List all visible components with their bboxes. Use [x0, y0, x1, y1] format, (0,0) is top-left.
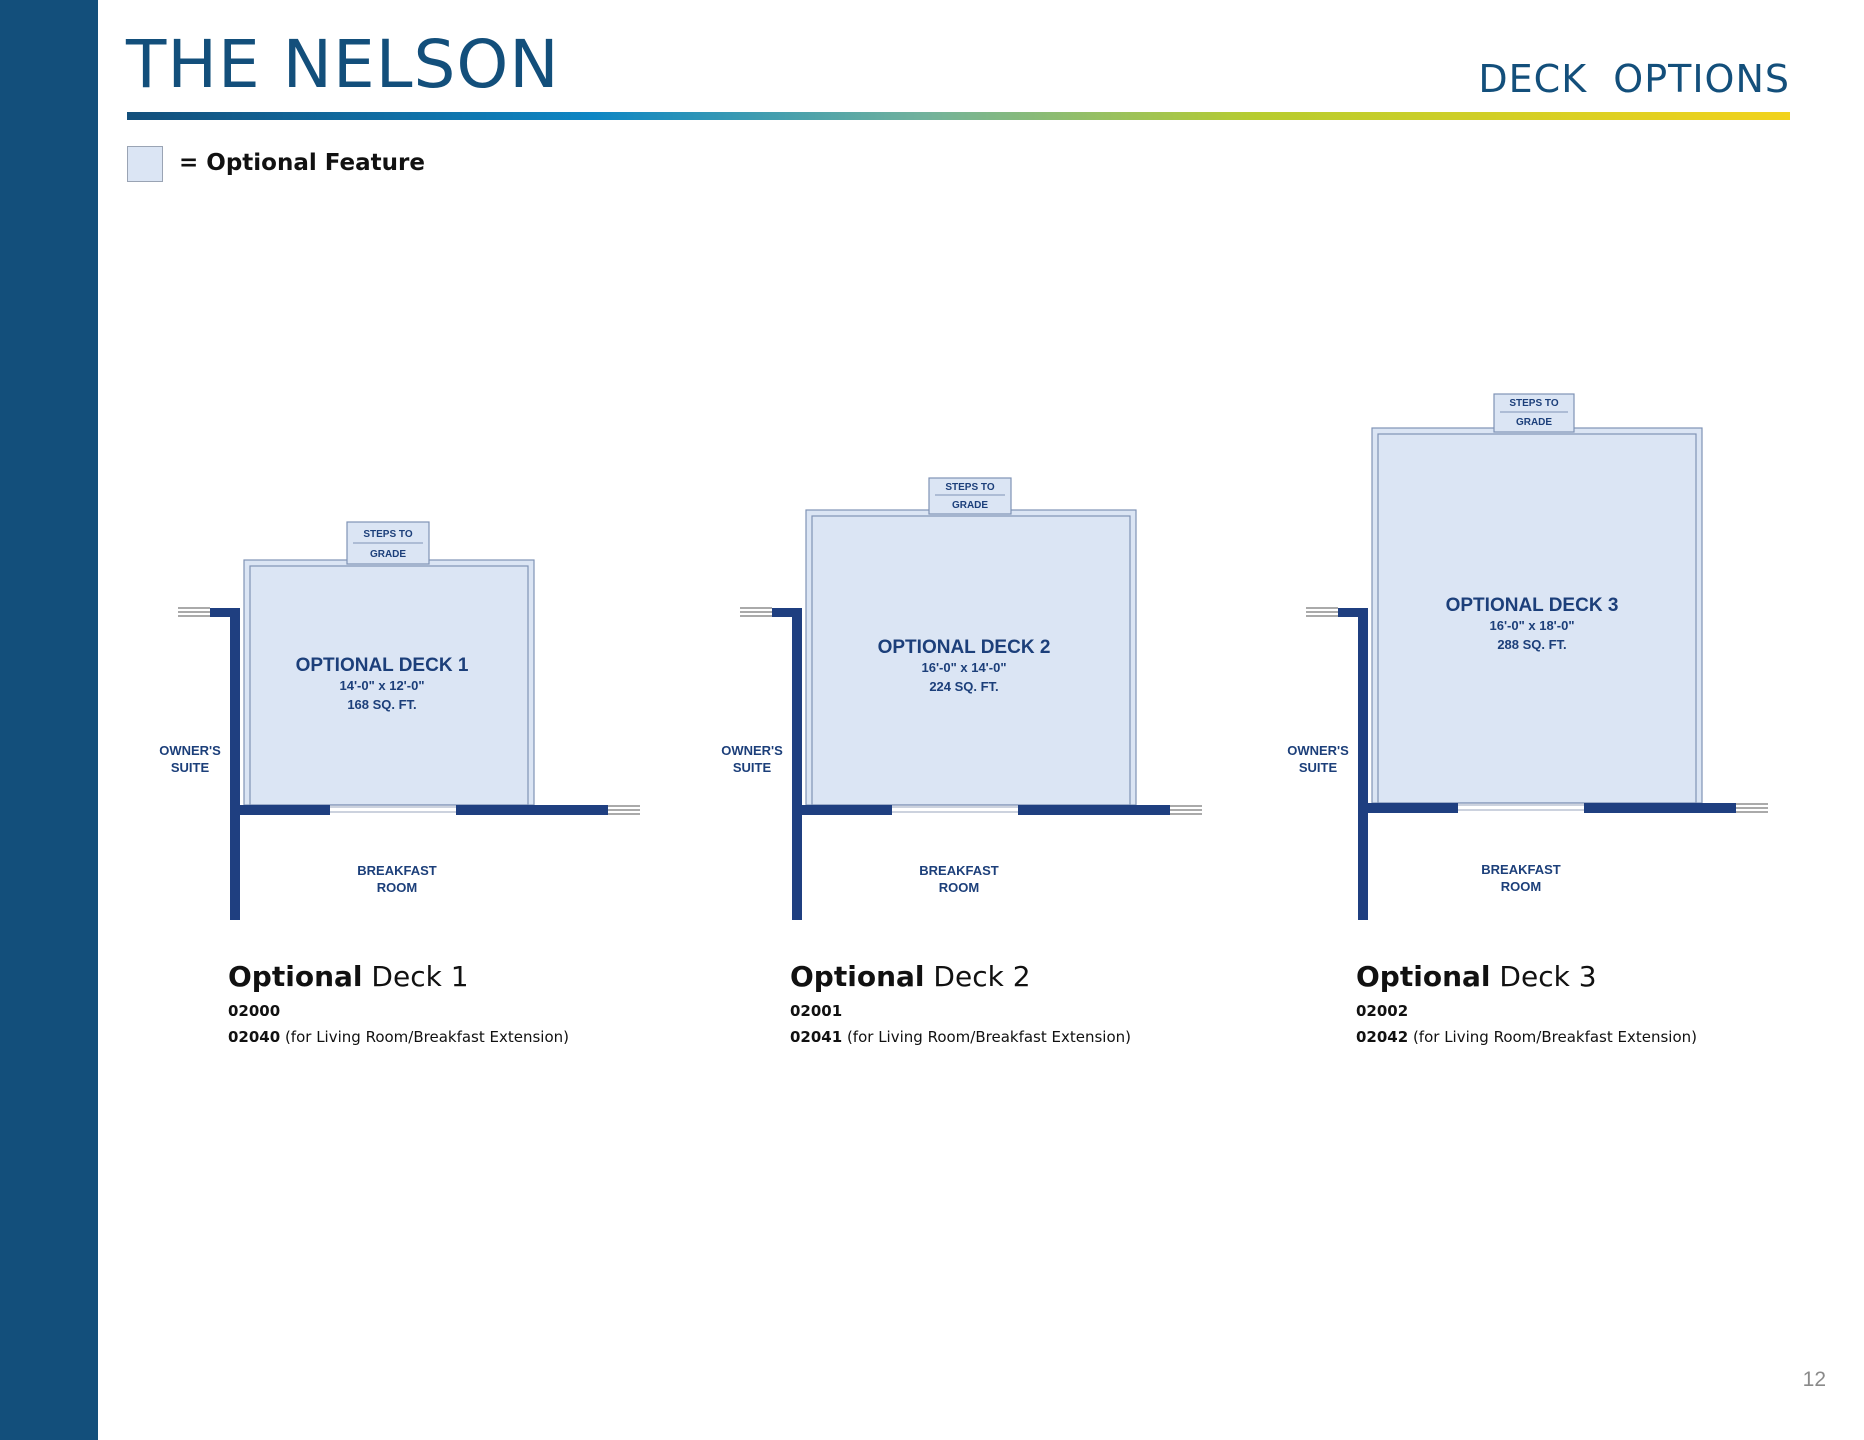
room-label-breakfast-line2: ROOM [939, 880, 979, 895]
deck-label: OPTIONAL DECK 3 [1446, 595, 1619, 616]
floor-plan-deck-3: STEPS TO GRADE OPTIONAL DECK 3 16'-0" x … [1278, 360, 1838, 940]
room-label-owners-suite-line1: OWNER'S [721, 743, 783, 758]
caption-title: Optional Deck 3 [1356, 960, 1697, 994]
caption-title: Optional Deck 2 [790, 960, 1131, 994]
deck-3-area [1371, 427, 1703, 804]
steps-label-line1: STEPS TO [1509, 398, 1558, 409]
room-label-breakfast-line2: ROOM [377, 880, 417, 895]
deck-dimensions: 14'-0" x 12'-0" [339, 678, 424, 693]
page-number: 12 [1802, 1368, 1826, 1391]
option-code: 02000 [228, 1002, 569, 1020]
caption-deck-2: Optional Deck 2 02001 02041 (for Living … [790, 960, 1131, 1046]
header-gradient-rule [127, 112, 1790, 120]
room-label-owners-suite-line2: SUITE [1299, 760, 1338, 775]
deck-area: 224 SQ. FT. [929, 679, 998, 694]
steps-to-grade-1: STEPS TO GRADE [346, 521, 430, 565]
floor-plan-deck-2: STEPS TO GRADE OPTIONAL DECK 2 16'-0" x … [712, 360, 1272, 940]
option-code-alt-note: (for Living Room/Breakfast Extension) [842, 1027, 1131, 1046]
caption-title-bold: Optional [1356, 960, 1491, 993]
steps-label-line2: GRADE [1516, 417, 1552, 428]
option-code-alt-value: 02040 [228, 1027, 281, 1046]
steps-to-grade-3: STEPS TO GRADE [1493, 393, 1575, 433]
option-code-alt: 02041 (for Living Room/Breakfast Extensi… [790, 1028, 1131, 1046]
deck-label: OPTIONAL DECK 1 [296, 655, 469, 676]
steps-label-line1: STEPS TO [363, 529, 412, 540]
steps-to-grade-2: STEPS TO GRADE [928, 477, 1012, 515]
house-walls-1 [178, 607, 640, 920]
option-code-alt-value: 02041 [790, 1027, 843, 1046]
house-walls-2 [740, 607, 1202, 920]
deck-area: 168 SQ. FT. [347, 697, 416, 712]
caption-title: Optional Deck 1 [228, 960, 569, 994]
page-title: THE NELSON [126, 26, 560, 103]
option-code-value: 02002 [1356, 1001, 1409, 1020]
option-code: 02001 [790, 1002, 1131, 1020]
room-label-owners-suite-line2: SUITE [733, 760, 772, 775]
deck-3-drawing: STEPS TO GRADE OPTIONAL DECK 3 16'-0" x … [1287, 393, 1768, 920]
deck-2-drawing: STEPS TO GRADE OPTIONAL DECK 2 16'-0" x … [721, 477, 1202, 920]
deck-label: OPTIONAL DECK 2 [878, 637, 1051, 658]
deck-dimensions: 16'-0" x 18'-0" [1489, 618, 1574, 633]
option-code: 02002 [1356, 1002, 1697, 1020]
room-label-breakfast-line1: BREAKFAST [1481, 862, 1561, 877]
option-code-alt-note: (for Living Room/Breakfast Extension) [280, 1027, 569, 1046]
room-label-breakfast-line1: BREAKFAST [919, 863, 999, 878]
option-code-alt-note: (for Living Room/Breakfast Extension) [1408, 1027, 1697, 1046]
caption-title-bold: Optional [228, 960, 363, 993]
deck-area: 288 SQ. FT. [1497, 637, 1566, 652]
option-code-value: 02000 [228, 1001, 281, 1020]
option-code-alt: 02040 (for Living Room/Breakfast Extensi… [228, 1028, 569, 1046]
room-label-owners-suite-line2: SUITE [171, 760, 210, 775]
room-label-owners-suite-line1: OWNER'S [159, 743, 221, 758]
caption-title-rest: Deck 1 [362, 960, 469, 993]
steps-label-line1: STEPS TO [945, 482, 994, 493]
deck-1-drawing: STEPS TO GRADE OPTIONAL DECK 1 14'-0" x … [159, 521, 640, 920]
section-title: DECK OPTIONS [1478, 57, 1790, 101]
option-code-value: 02001 [790, 1001, 843, 1020]
caption-deck-1: Optional Deck 1 02000 02040 (for Living … [228, 960, 569, 1046]
caption-title-rest: Deck 3 [1490, 960, 1597, 993]
steps-label-line2: GRADE [370, 549, 406, 560]
optional-feature-swatch [127, 146, 163, 182]
option-code-alt-value: 02042 [1356, 1027, 1409, 1046]
caption-title-rest: Deck 2 [924, 960, 1031, 993]
room-label-breakfast-line1: BREAKFAST [357, 863, 437, 878]
caption-deck-3: Optional Deck 3 02002 02042 (for Living … [1356, 960, 1697, 1046]
caption-title-bold: Optional [790, 960, 925, 993]
deck-dimensions: 16'-0" x 14'-0" [921, 660, 1006, 675]
side-band [0, 0, 98, 1440]
legend-label: = Optional Feature [179, 150, 425, 176]
deck-2-area [805, 509, 1137, 806]
option-code-alt: 02042 (for Living Room/Breakfast Extensi… [1356, 1028, 1697, 1046]
room-label-breakfast-line2: ROOM [1501, 879, 1541, 894]
floor-plan-deck-1: STEPS TO GRADE OPTIONAL DECK 1 14'-0" x … [150, 360, 710, 940]
house-walls-3 [1306, 607, 1768, 920]
steps-label-line2: GRADE [952, 500, 988, 511]
room-label-owners-suite-line1: OWNER'S [1287, 743, 1349, 758]
